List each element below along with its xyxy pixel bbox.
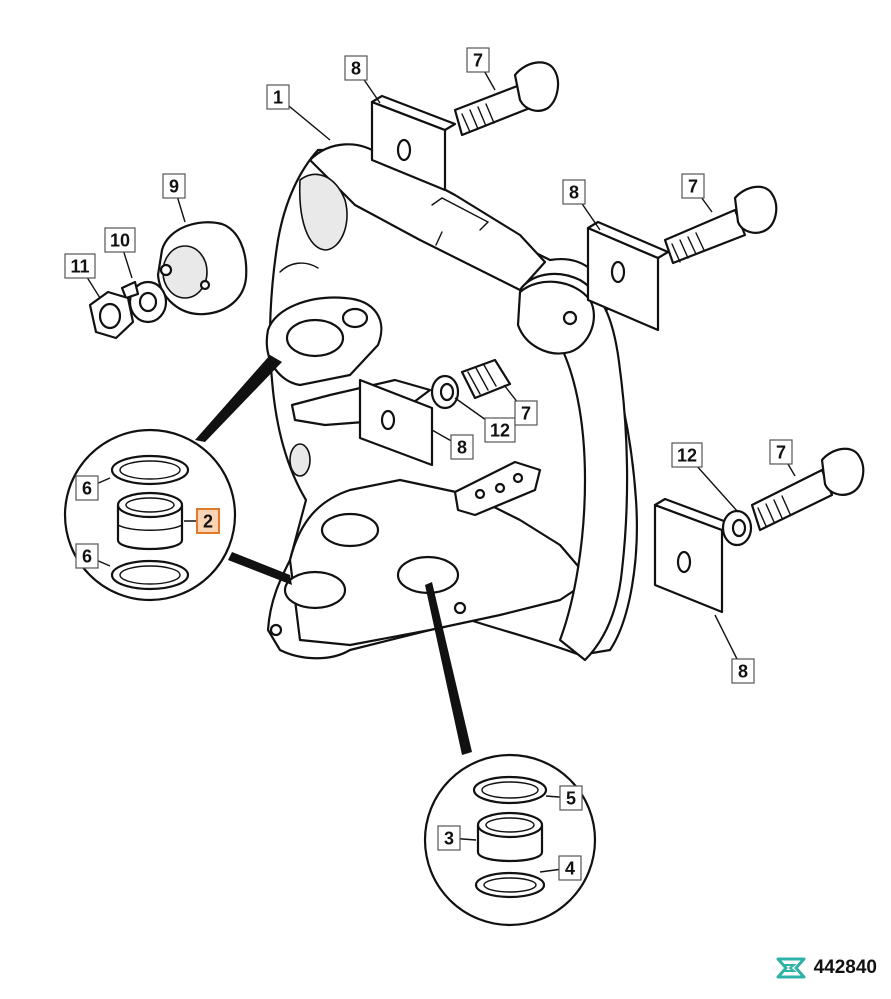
callout-label: 8	[738, 662, 748, 682]
callout-layer: 1 8 7 9 10 11 8 7 12 7 8 12 7 6 2 6 8 5 3 4	[64, 47, 796, 881]
callout-label: 10	[110, 231, 130, 251]
callout-label: 7	[688, 177, 698, 197]
callout-box	[162, 173, 186, 199]
detail-bubble-bottom	[423, 753, 597, 927]
callout-c4[interactable]: 4	[539, 855, 582, 881]
washer-lower-right[interactable]	[721, 509, 753, 547]
callout-label: 7	[521, 404, 531, 424]
callout-box	[671, 442, 703, 468]
spacer-plate-top[interactable]	[370, 94, 457, 192]
callout-box	[64, 253, 96, 279]
callout-box	[514, 400, 538, 426]
callout-box	[484, 417, 516, 443]
callout-box	[344, 55, 368, 81]
callout-c7b[interactable]: 7	[681, 173, 713, 213]
callout-label: 12	[490, 421, 510, 441]
callout-c12b[interactable]: 12	[671, 442, 739, 513]
callout-c3[interactable]: 3	[437, 825, 477, 851]
callout-box	[681, 173, 705, 199]
callout-label: 2	[203, 512, 213, 532]
callout-box	[104, 227, 136, 253]
callout-c8a[interactable]: 8	[344, 55, 381, 104]
callout-box	[562, 179, 586, 205]
footer-reference: 442840	[774, 955, 877, 981]
spacer-plate-middle[interactable]	[358, 378, 434, 467]
callout-label: 8	[457, 438, 467, 458]
end-cap-part[interactable]	[156, 221, 248, 316]
callout-c2[interactable]: 2	[184, 508, 220, 534]
callout-label: 12	[677, 446, 697, 466]
callout-box	[266, 84, 290, 110]
bolt-top[interactable]	[453, 61, 560, 137]
callout-label: 7	[776, 443, 786, 463]
callout-label: 9	[169, 177, 179, 197]
spacer-plate-lower-right[interactable]	[653, 497, 734, 614]
callout-c7a[interactable]: 7	[466, 47, 496, 91]
callout-c9[interactable]: 9	[162, 173, 186, 223]
callout-box	[558, 855, 582, 881]
callout-label: 4	[565, 859, 575, 879]
spacer-plate-upper-right[interactable]	[586, 220, 670, 332]
callout-box	[75, 475, 99, 501]
callout-box	[196, 508, 220, 534]
callout-box	[75, 543, 99, 569]
callout-label: 6	[82, 547, 92, 567]
brand-logo-icon	[776, 957, 806, 979]
bolt-middle[interactable]	[460, 358, 512, 400]
callout-c6a[interactable]: 6	[75, 475, 111, 501]
diagram-reference-number: 442840	[813, 957, 877, 978]
callout-box	[769, 439, 793, 465]
callout-box	[466, 47, 490, 73]
callout-label: 5	[566, 789, 576, 809]
callout-label: 7	[473, 51, 483, 71]
detail-wedge-left	[195, 355, 292, 585]
bolt-upper-right[interactable]	[663, 185, 778, 265]
callout-label: 8	[351, 59, 361, 79]
callout-c12a[interactable]: 12	[454, 397, 516, 443]
callout-c6b[interactable]: 6	[75, 543, 111, 569]
callout-label: 6	[82, 479, 92, 499]
callout-c1[interactable]: 1	[266, 84, 331, 141]
callout-c10[interactable]: 10	[104, 227, 136, 279]
callout-label: 3	[444, 829, 454, 849]
callout-box	[731, 658, 755, 684]
callout-c8b[interactable]: 8	[562, 179, 601, 231]
detail-wedge-bottom	[425, 582, 472, 755]
callout-label: 1	[273, 88, 283, 108]
callout-label: 8	[569, 183, 579, 203]
tab-washer-part[interactable]	[120, 280, 168, 324]
callout-c8d[interactable]: 8	[714, 614, 755, 684]
nut-part[interactable]	[88, 290, 135, 340]
bolt-lower-right[interactable]	[750, 447, 865, 532]
callout-box	[437, 825, 461, 851]
callout-c7c[interactable]: 7	[503, 384, 538, 426]
callout-label: 11	[70, 257, 89, 277]
detail-bubble-left	[63, 428, 237, 602]
callout-box	[559, 785, 583, 811]
callout-box	[450, 434, 474, 460]
callout-c11[interactable]: 11	[64, 253, 101, 299]
washer-middle[interactable]	[430, 374, 460, 410]
callout-c5[interactable]: 5	[545, 785, 583, 811]
callout-c8c[interactable]: 8	[431, 429, 474, 460]
callout-c7d[interactable]: 7	[769, 439, 796, 477]
